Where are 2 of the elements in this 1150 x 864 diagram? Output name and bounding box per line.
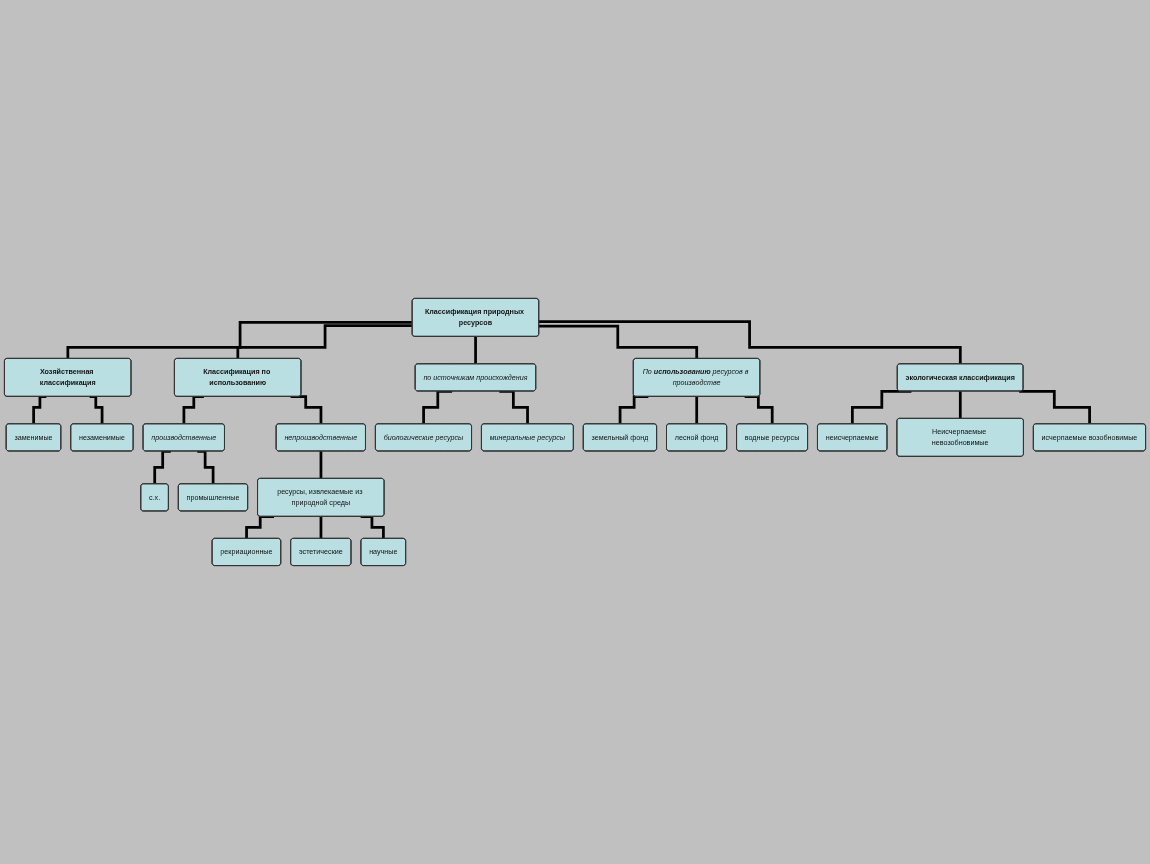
connector [319, 515, 323, 540]
connector [319, 449, 323, 480]
